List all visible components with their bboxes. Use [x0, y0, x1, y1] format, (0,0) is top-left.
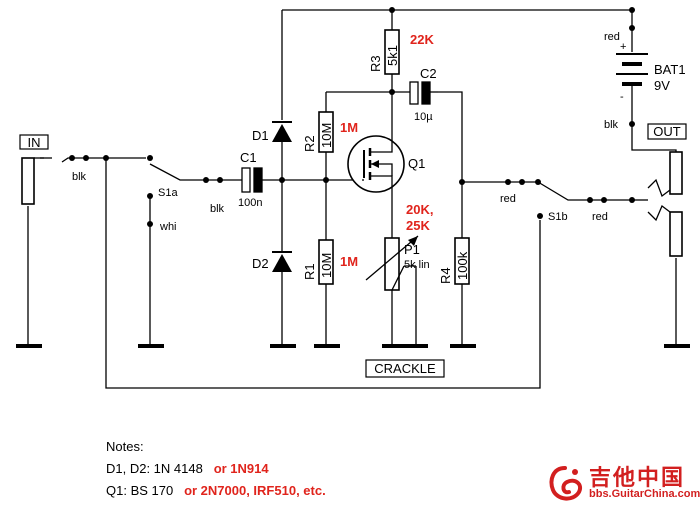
notes-line-diodes: D1, D2: 1N 4148 or 1N914 [106, 458, 326, 480]
r2-ref: R2 [302, 135, 317, 152]
wires [40, 9, 677, 389]
bat-plus: + [620, 41, 626, 53]
wire-whi: whi [159, 221, 177, 233]
r3-value: 5k1 [385, 45, 400, 66]
diode-d1: D1 [252, 121, 292, 143]
resistor-r1: 10M R1 1M [302, 239, 358, 285]
mosfet-q1: Q1 [347, 135, 425, 196]
switch-s1: S1a S1b blk blk whi red red [72, 171, 608, 233]
output-jack: OUT [647, 123, 687, 257]
c1-ref: C1 [240, 150, 257, 165]
r3-alt: 22K [410, 32, 434, 47]
s1b-ref: S1b [548, 211, 568, 223]
wire-red-s1b-in: red [500, 193, 516, 205]
ground-symbols [16, 206, 690, 348]
notes-diodes-alt: or 1N914 [213, 461, 269, 476]
capacitor-c2: C2 10µ [409, 66, 438, 123]
r2-value: 10M [319, 123, 334, 148]
p1-value: 5k lin [404, 259, 430, 271]
notes-diodes-label: D1, D2: 1N 4148 [106, 461, 203, 476]
crackle-label: CRACKLE [374, 361, 436, 376]
crackle-box: CRACKLE [365, 359, 445, 378]
wire-red-s1b-out: red [592, 211, 608, 223]
c2-ref: C2 [420, 66, 437, 81]
watermark-url: bbs.GuitarChina.com [589, 488, 700, 500]
d2-ref: D2 [252, 256, 269, 271]
bat-minus: - [620, 91, 624, 103]
r3-ref: R3 [368, 55, 383, 72]
s1a-ref: S1a [158, 187, 178, 199]
p1-alt-line2: 25K [406, 218, 430, 233]
watermark: 吉他中国 bbs.GuitarChina.com [545, 460, 700, 506]
wire-blk-in: blk [72, 171, 87, 183]
notes-q1-alt: or 2N7000, IRF510, etc. [184, 483, 326, 498]
wire-blk-c1: blk [210, 203, 225, 215]
diode-d2: D2 [252, 251, 292, 272]
out-label: OUT [653, 124, 681, 139]
in-label: IN [28, 135, 41, 150]
d1-ref: D1 [252, 128, 269, 143]
r1-alt: 1M [340, 254, 358, 269]
c1-value: 100n [238, 197, 262, 209]
battery-bat1: + - BAT1 9V red blk [604, 28, 686, 131]
c2-value: 10µ [414, 111, 433, 123]
notes: Notes: D1, D2: 1N 4148 or 1N914 Q1: BS 1… [106, 436, 326, 502]
bat-value: 9V [654, 78, 670, 93]
p1-alt-line1: 20K, [406, 202, 433, 217]
r1-ref: R1 [302, 263, 317, 280]
p1-ref: P1 [404, 242, 420, 257]
bat-ref: BAT1 [654, 62, 686, 77]
r1-value: 10M [319, 253, 334, 278]
notes-line-q1: Q1: BS 170 or 2N7000, IRF510, etc. [106, 480, 326, 502]
guitar-logo-icon [549, 466, 582, 501]
r4-ref: R4 [438, 267, 453, 284]
notes-heading: Notes: [106, 439, 144, 454]
junction-dots [69, 7, 635, 227]
wire-red-bat: red [604, 31, 620, 43]
notes-q1-label: Q1: BS 170 [106, 483, 174, 498]
resistor-r3: 5k1 R3 22K [368, 29, 434, 75]
resistor-r2: 10M R2 1M [302, 111, 358, 153]
potentiometer-p1: P1 5k lin 20K, 25K [365, 202, 433, 291]
q1-ref: Q1 [408, 156, 425, 171]
input-jack: IN [19, 134, 49, 205]
watermark-title: 吉他中国 [589, 465, 686, 490]
wire-blk-bat: blk [604, 119, 619, 131]
resistor-r4: 100k R4 [438, 237, 470, 285]
r4-value: 100k [455, 251, 470, 280]
capacitor-c1: C1 100n [238, 150, 263, 209]
r2-alt: 1M [340, 120, 358, 135]
